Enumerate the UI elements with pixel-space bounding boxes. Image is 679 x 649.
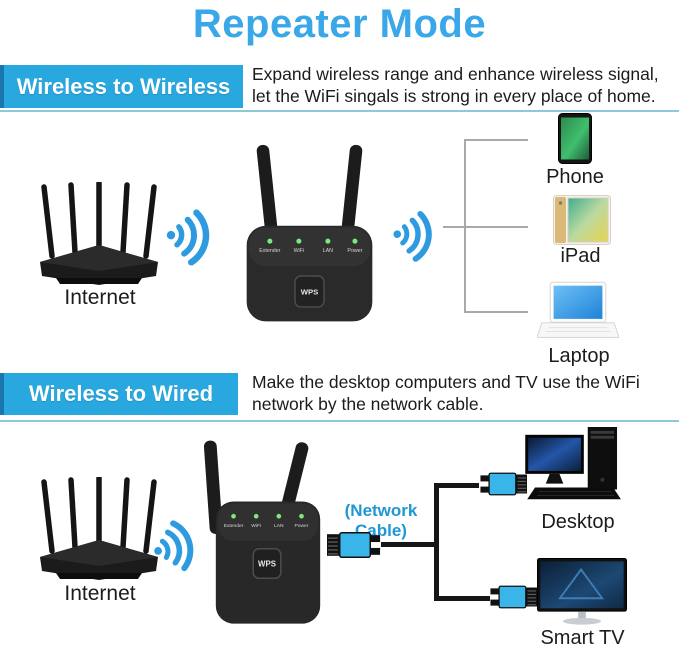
section2-divider — [0, 420, 679, 422]
network-cable-horizontal — [381, 542, 437, 547]
led-label-extender: Extender — [224, 523, 244, 529]
section2-description-line2: network by the network cable. — [252, 394, 484, 414]
desktop-image — [524, 427, 630, 509]
ipad-image — [553, 195, 611, 245]
router-image-2 — [36, 477, 162, 581]
router-label-2: Internet — [64, 582, 136, 605]
led-label-power: Power — [347, 248, 362, 254]
network-cable-to-tv — [437, 596, 490, 601]
bracket-branch-ipad — [443, 226, 528, 228]
led-label-extender: Extender — [259, 248, 280, 254]
smart-tv-image — [537, 557, 627, 628]
wifi-signal-icon — [144, 513, 204, 579]
led-label-wifi: WiFi — [294, 248, 305, 254]
section2-description-line1: Make the desktop computers and TV use th… — [252, 372, 640, 392]
wifi-signal-icon — [387, 205, 440, 266]
section1-description-line2: let the WiFi singals is strong in every … — [252, 86, 656, 106]
router-label-1: Internet — [64, 286, 136, 309]
led-label-power: Power — [295, 523, 309, 529]
led-label-lan: LAN — [274, 523, 284, 529]
ethernet-connector-icon — [327, 531, 384, 559]
router-image-1 — [36, 182, 162, 286]
ethernet-connector-icon — [487, 584, 537, 610]
network-cable-vertical — [434, 483, 439, 601]
wps-button — [252, 548, 282, 580]
section1-description-line1: Expand wireless range and enhance wirele… — [252, 64, 659, 84]
phone-label: Phone — [546, 166, 604, 188]
ipad-label: iPad — [560, 245, 601, 267]
led-label-wifi: WiFi — [251, 523, 261, 529]
section2-description: Make the desktop computers and TV use th… — [252, 371, 672, 415]
section1-description: Expand wireless range and enhance wirele… — [252, 63, 672, 107]
ethernet-connector-icon — [477, 471, 527, 497]
smart-tv-label: Smart TV — [540, 627, 625, 649]
section2-banner: Wireless to Wired — [0, 373, 238, 415]
bracket-branch-laptop — [464, 311, 528, 313]
laptop-label: Laptop — [548, 345, 610, 367]
section1-banner: Wireless to Wireless — [0, 65, 243, 108]
repeater-device-2: Extender WiFi LAN Power WPS — [204, 438, 332, 626]
wps-button-label: WPS — [258, 559, 276, 568]
laptop-image — [537, 281, 619, 345]
repeater-leds — [267, 238, 358, 244]
repeater-device-1: Extender WiFi LAN Power WPS — [237, 142, 382, 323]
section1-divider — [0, 110, 679, 112]
led-label-lan: LAN — [323, 248, 333, 254]
desktop-label: Desktop — [541, 511, 615, 533]
wps-button-label: WPS — [301, 287, 319, 296]
wifi-signal-icon — [160, 204, 218, 267]
phone-image — [558, 113, 592, 164]
bracket-branch-phone — [464, 139, 528, 141]
repeater-leds — [231, 513, 304, 519]
wps-button — [294, 275, 325, 308]
page-title: Repeater Mode — [192, 2, 487, 46]
network-cable-to-desktop — [437, 483, 479, 488]
